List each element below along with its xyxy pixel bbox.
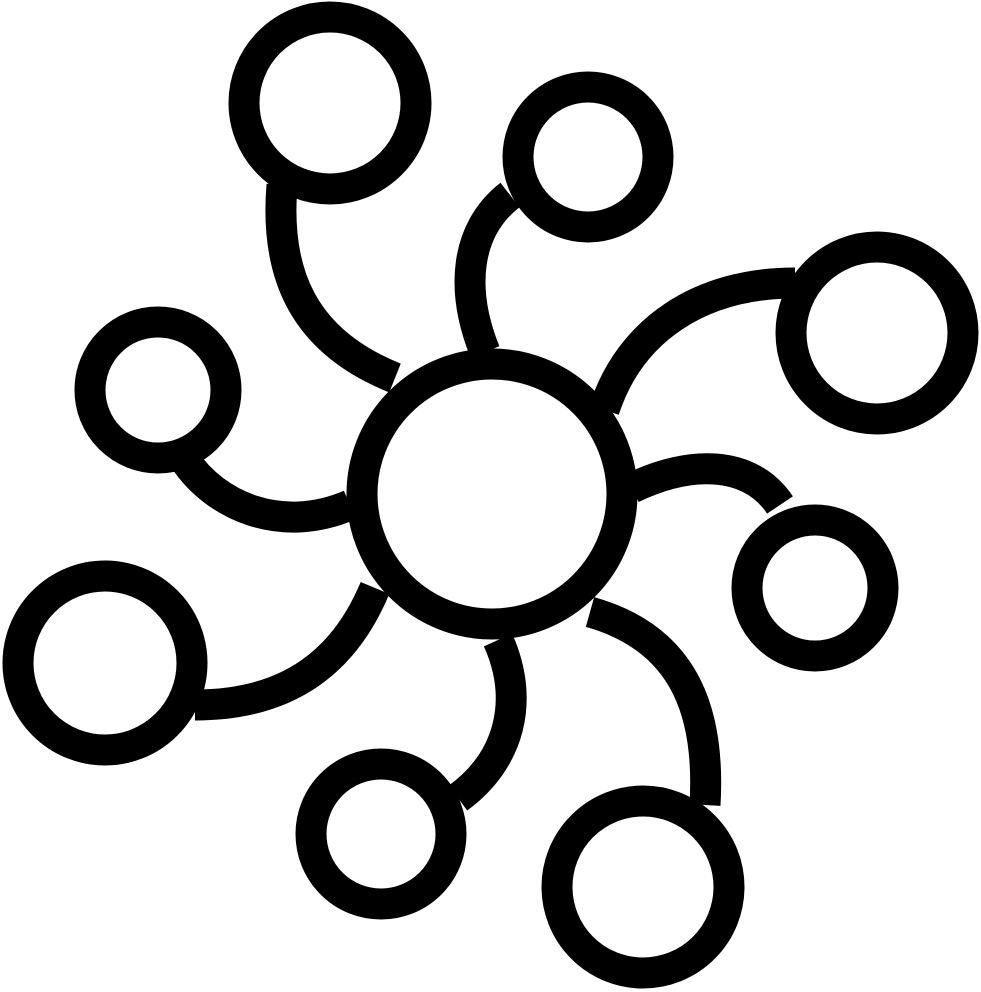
node-hub — [346, 348, 638, 640]
link-bottom — [448, 633, 527, 811]
node-left-lower — [2, 560, 208, 766]
node-right-upper — [775, 231, 979, 435]
node-right-lower — [731, 504, 899, 672]
node-bottom — [295, 748, 467, 920]
node-top-left — [228, 1, 432, 205]
link-right-lower — [625, 453, 793, 515]
link-top — [454, 182, 521, 358]
link-right-upper — [589, 267, 796, 416]
link-left-lower — [194, 581, 390, 721]
link-left-upper — [172, 450, 357, 533]
link-top-left — [265, 183, 401, 393]
node-top — [502, 71, 674, 243]
node-left-upper — [74, 306, 242, 474]
link-bottom-right — [585, 597, 722, 806]
node-bottom-right — [541, 785, 745, 989]
